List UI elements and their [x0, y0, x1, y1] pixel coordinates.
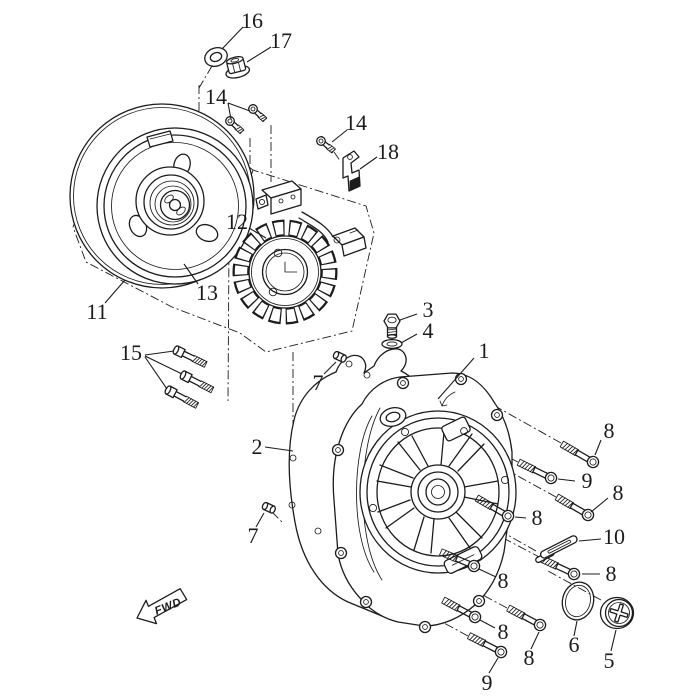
wire-clamp-bracket: [342, 150, 361, 192]
callout-8: 8: [523, 645, 535, 670]
callout-11: 11: [86, 299, 108, 324]
callout-9: 9: [481, 670, 493, 695]
callout-17: 17: [270, 28, 292, 53]
fwd-arrow-label: FWD: [153, 596, 183, 617]
callout-12: 12: [226, 209, 248, 234]
timing-cap: [599, 596, 635, 630]
callout-4: 4: [422, 318, 434, 343]
socket-bolt: [163, 384, 200, 411]
callout-8: 8: [497, 568, 509, 593]
callout-8: 8: [605, 561, 617, 586]
callout-8: 8: [531, 505, 543, 530]
dowel-pin: [331, 350, 349, 364]
callout-7: 7: [312, 370, 324, 395]
cover-bolt: [558, 438, 602, 471]
callout-6: 6: [568, 632, 580, 657]
sealing-washer: [381, 338, 403, 350]
callout-5: 5: [603, 648, 615, 673]
callout-15: 15: [120, 340, 142, 365]
cast-arrow-mark: [439, 391, 456, 407]
callout-7: 7: [247, 523, 259, 548]
callout-1: 1: [478, 338, 490, 363]
dowel-pin: [260, 501, 278, 515]
socket-bolt: [171, 344, 209, 370]
callout-leader-lines: [104, 26, 617, 674]
callout-18: 18: [377, 139, 399, 164]
callout-14: 14: [205, 84, 227, 109]
callout-8: 8: [603, 418, 615, 443]
cover-bolt: [515, 456, 560, 487]
callout-10: 10: [603, 524, 625, 549]
bracket-screw: [314, 134, 338, 156]
joint-strip: [535, 535, 578, 564]
callout-8: 8: [497, 619, 509, 644]
callout-9: 9: [581, 468, 593, 493]
callout-14: 14: [345, 110, 367, 135]
callout-3: 3: [422, 297, 434, 322]
plain-washer: [204, 47, 228, 67]
crankcase-cover: [331, 372, 517, 634]
drain-plug-bolt: [383, 313, 401, 339]
stator-connector-block: [255, 180, 302, 215]
flange-nut: [225, 56, 251, 79]
stator-screw: [246, 102, 269, 124]
cover-bolt: [553, 491, 597, 524]
oil-filler-boss: [379, 407, 407, 427]
callout-8: 8: [612, 480, 624, 505]
socket-bolt: [178, 369, 216, 395]
callout-16: 16: [241, 8, 263, 33]
callout-13: 13: [196, 280, 218, 305]
stator: [232, 219, 338, 325]
o-ring: [561, 581, 595, 621]
wire-harness: [298, 211, 367, 257]
flywheel-rotor: [69, 103, 255, 289]
cover-bolt: [504, 602, 549, 634]
callout-2: 2: [251, 434, 263, 459]
fwd-arrow: FWD: [136, 588, 188, 625]
